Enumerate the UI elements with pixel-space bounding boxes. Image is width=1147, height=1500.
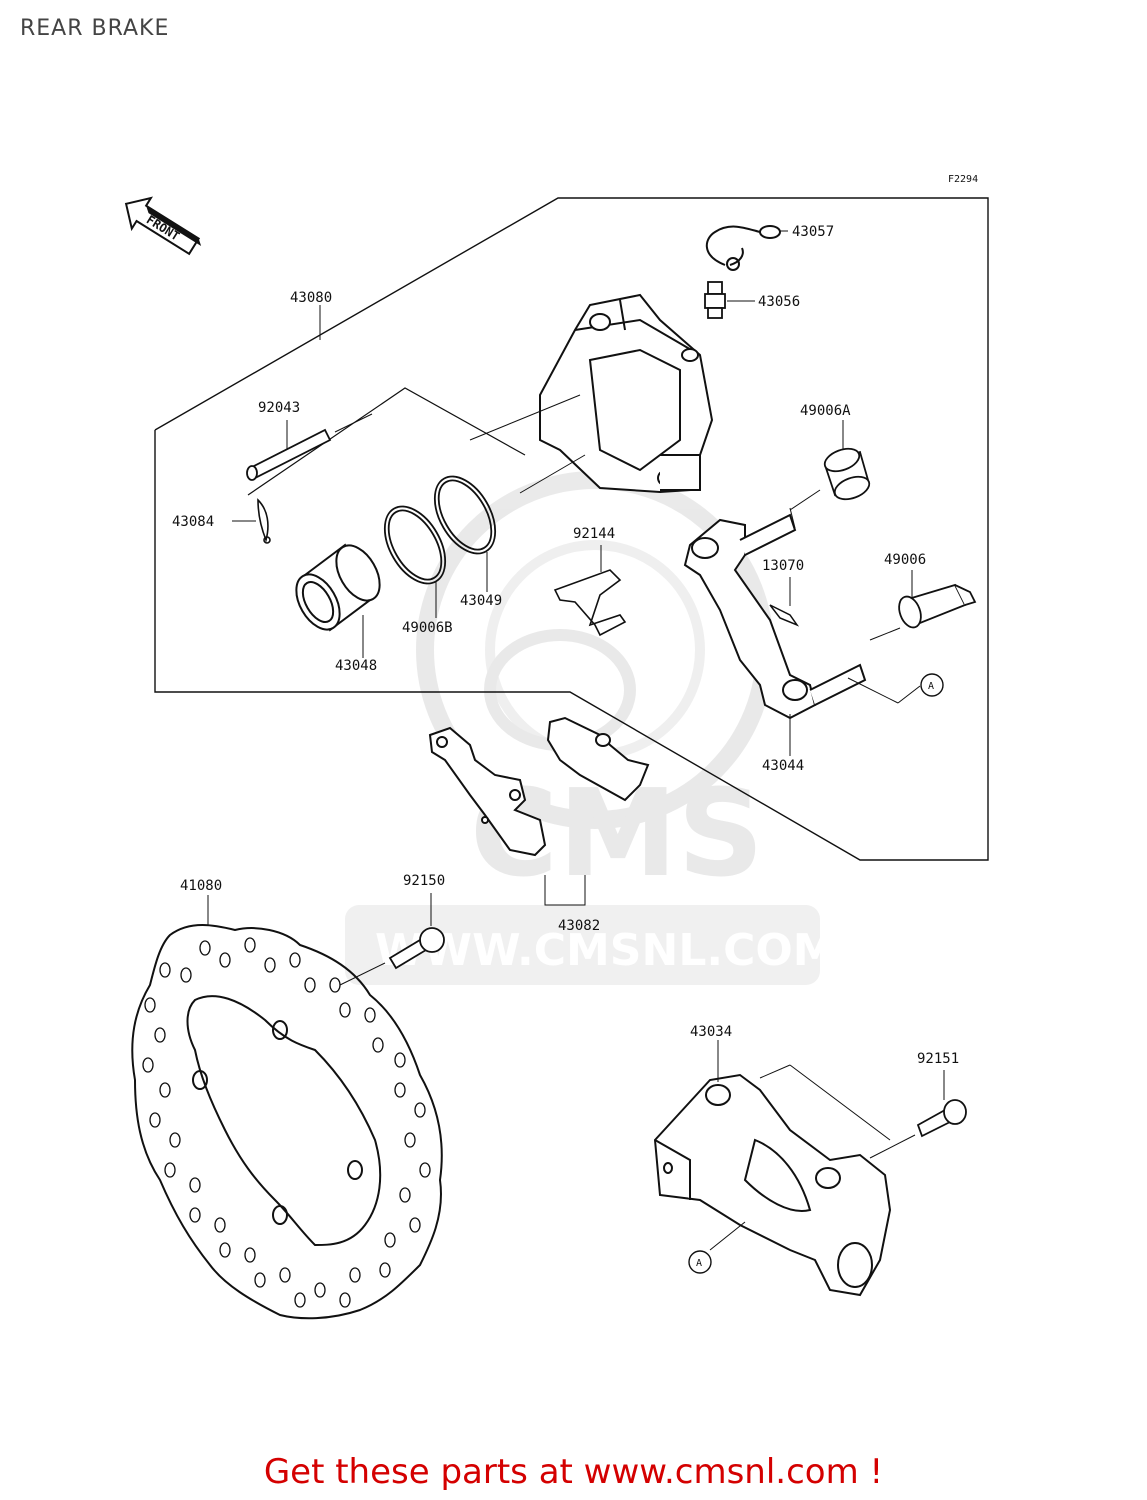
watermark-url: WWW.CMSNL.COM (375, 925, 837, 976)
footer-link[interactable]: Get these parts at www.cmsnl.com ! (263, 1452, 884, 1492)
brake-hose (705, 225, 781, 271)
callout-43056: 43056 (758, 294, 800, 310)
figure-code: F2294 (948, 174, 978, 185)
sleeve-49006a (823, 447, 871, 501)
callout-49006b: 49006B (402, 620, 453, 636)
piston (295, 543, 381, 632)
callout-43049: 43049 (460, 593, 502, 609)
brake-disc (131, 924, 443, 1320)
callout-43057: 43057 (792, 224, 834, 240)
leader-lines (207, 230, 945, 1100)
front-arrow-icon: FRONT (124, 196, 202, 256)
dust-seal (433, 475, 497, 555)
caliper-body (539, 293, 714, 494)
ref-marker-a-upper: A (847, 673, 944, 704)
parts-diagram: CMS WWW.CMSNL.COM F2294 FRONT (124, 174, 989, 1320)
callout-49006: 49006 (884, 552, 926, 568)
callout-92144: 92144 (573, 526, 615, 542)
callout-92043: 92043 (258, 400, 300, 416)
caliper-bracket (683, 513, 867, 720)
disc-holes (142, 937, 431, 1308)
callout-43048: 43048 (335, 658, 377, 674)
callout-43082: 43082 (558, 918, 600, 934)
ref-marker-a-lower-label: A (696, 1258, 702, 1269)
page-title: REAR BRAKE (20, 16, 170, 41)
disc-bolt (388, 927, 445, 970)
ref-marker-a-upper-label: A (928, 681, 934, 692)
callout-43044: 43044 (762, 758, 804, 774)
cotter-pin (257, 498, 271, 544)
pad-clip (769, 604, 800, 627)
callout-49006a: 49006A (800, 403, 851, 419)
brake-pad-right (546, 716, 650, 802)
holder-bolt (916, 1099, 967, 1138)
caliper-assembly-outline (154, 197, 989, 861)
caliper-pin (246, 428, 332, 481)
piston-seal (383, 505, 447, 585)
brake-pad-left (428, 726, 547, 857)
watermark: CMS WWW.CMSNL.COM (345, 471, 837, 985)
callout-41080: 41080 (180, 878, 222, 894)
callout-13070: 13070 (762, 558, 804, 574)
bleeder-valve (704, 281, 726, 319)
callout-43034: 43034 (690, 1024, 732, 1040)
caliper-holder (653, 1073, 892, 1297)
callout-43080: 43080 (290, 290, 332, 306)
ref-marker-a-lower: A (688, 1221, 746, 1274)
callout-43084: 43084 (172, 514, 214, 530)
sleeve-bolt-49006 (898, 583, 977, 629)
callout-92151: 92151 (917, 1051, 959, 1067)
pad-spring (553, 569, 627, 637)
callout-92150: 92150 (403, 873, 445, 889)
